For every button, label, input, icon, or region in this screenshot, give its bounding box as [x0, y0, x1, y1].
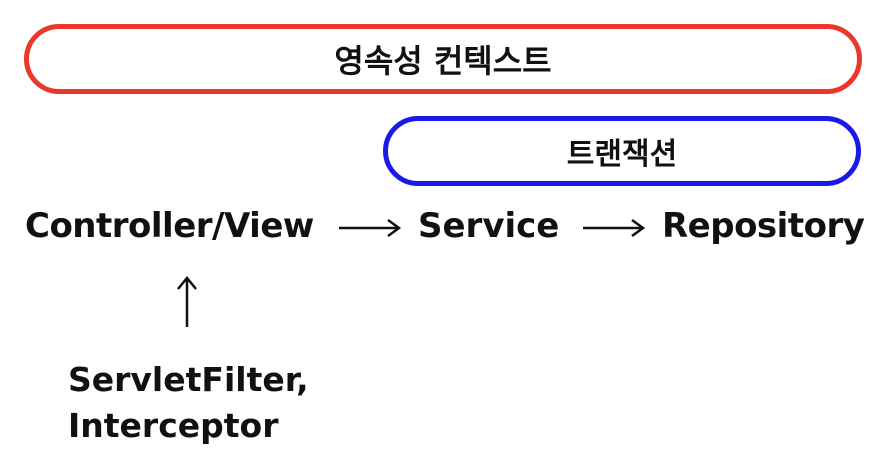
transaction-label: 트랜잭션 [566, 137, 678, 172]
transaction-box: 트랜잭션 [383, 116, 861, 186]
controller-view-node: Controller/View [25, 206, 314, 246]
right-arrow-icon [339, 218, 402, 238]
persistence-context-label: 영속성 컨텍스트 [334, 42, 552, 80]
right-arrow-icon [583, 218, 646, 238]
persistence-context-box: 영속성 컨텍스트 [24, 24, 862, 94]
interceptor-label: Interceptor [68, 406, 279, 445]
servlet-filter-label: ServletFilter, [68, 360, 309, 399]
up-arrow-icon [177, 276, 197, 327]
service-node: Service [418, 206, 560, 246]
repository-node: Repository [662, 206, 865, 246]
